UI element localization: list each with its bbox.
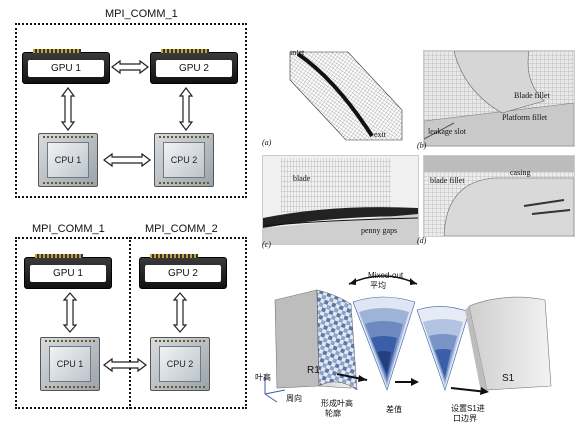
top-cpu2-label: CPU 2 (163, 142, 205, 178)
top-cpu1: CPU 1 (38, 133, 98, 187)
mesh-a-inlet: inlet (290, 50, 305, 57)
axis-circumferential-label: 周向 (286, 394, 302, 403)
mesh-a-exit: exit (374, 130, 386, 139)
step1-label: 形成叶高 (321, 399, 353, 408)
mesh-b-leakage-slot: leakage slot (428, 127, 466, 136)
bottom-cpu2: CPU 2 (150, 337, 210, 391)
blue-fan-2 (416, 306, 470, 391)
mesh-b-platform-fillet: Platform fillet (502, 113, 548, 122)
mesh-c-penny-gaps: penny gaps (361, 226, 398, 235)
top-cpu1-label: CPU 1 (47, 142, 89, 178)
bottom-gpu1-label: GPU 1 (30, 265, 106, 282)
top-gpu1: GPU 1 (22, 49, 110, 84)
arrow-bgpu2-bcpu2 (172, 292, 188, 333)
bottom-cpu2-label: CPU 2 (159, 346, 201, 382)
bottom-cluster-box (15, 237, 247, 409)
top-gpu1-label: GPU 1 (28, 60, 104, 77)
top-cpu2: CPU 2 (154, 133, 214, 187)
axis-blade-height-label: 叶高 (255, 373, 271, 382)
mesh-b-sublabel: (b) (417, 141, 427, 150)
top-cluster-box (15, 23, 247, 198)
mesh-panel-c: blade penny gaps (262, 155, 419, 245)
r1-label: R1 (307, 365, 320, 376)
arrow-cpu1-cpu2 (103, 152, 151, 168)
mesh-c-blade: blade (293, 174, 311, 183)
bottom-gpu2-label: GPU 2 (145, 265, 221, 282)
mesh-d-svg (424, 156, 574, 236)
mesh-b-svg (424, 51, 574, 146)
s1-label: S1 (502, 373, 515, 384)
arrow-bgpu1-bcpu1 (62, 292, 78, 333)
step2-label: 差值 (386, 405, 402, 414)
bottom-cpu1: CPU 1 (40, 337, 100, 391)
top-cluster-arrows (60, 59, 194, 168)
top-cluster-title: MPI_COMM_1 (105, 8, 178, 20)
top-gpu2-label: GPU 2 (156, 60, 232, 77)
mesh-c-svg (263, 158, 418, 244)
mixed-out-label: Mixed-out (368, 271, 404, 280)
bottom-title-right: MPI_COMM_2 (145, 223, 218, 235)
mesh-panel-a: inlet exit (276, 50, 406, 142)
arrow-gpu1-gpu2 (111, 59, 149, 75)
bottom-gpu2: GPU 2 (139, 254, 227, 289)
mesh-d-blade-fillet: blade fillet (430, 176, 465, 185)
mixing-plane-svg (264, 275, 552, 403)
bottom-cluster-arrows (62, 292, 188, 373)
average-label: 平均 (370, 281, 386, 290)
mesh-panel-d: blade fillet casing (423, 155, 575, 237)
bottom-cpu1-label: CPU 1 (49, 346, 91, 382)
step3-label: 设置S1进 (451, 404, 485, 413)
blue-fan-1 (352, 296, 416, 391)
mesh-d-sublabel: (d) (417, 236, 427, 245)
mesh-a-sublabel: (a) (262, 138, 272, 147)
checker-block (316, 289, 358, 391)
arrow-gpu1-cpu1 (60, 87, 76, 131)
mesh-panel-b: Blade fillet Platform fillet leakage slo… (423, 50, 575, 147)
mesh-d-casing: casing (510, 168, 531, 177)
mesh-a-svg (289, 51, 403, 141)
arrow-gpu2-cpu2 (178, 87, 194, 131)
axis-triad (264, 374, 286, 403)
mesh-b-blade-fillet: Blade fillet (514, 91, 550, 100)
bottom-cluster-divider (129, 237, 131, 409)
bottom-gpu1: GPU 1 (24, 254, 112, 289)
blade-a (296, 52, 374, 138)
mesh-c-sublabel: (c) (262, 240, 271, 249)
step3b-label: 口边界 (453, 414, 477, 423)
arrow-bcpu1-bcpu2 (103, 357, 147, 373)
top-gpu2: GPU 2 (150, 49, 238, 84)
s1-block (465, 296, 552, 392)
step1b-label: 轮廓 (325, 409, 341, 418)
bottom-title-left: MPI_COMM_1 (32, 223, 105, 235)
